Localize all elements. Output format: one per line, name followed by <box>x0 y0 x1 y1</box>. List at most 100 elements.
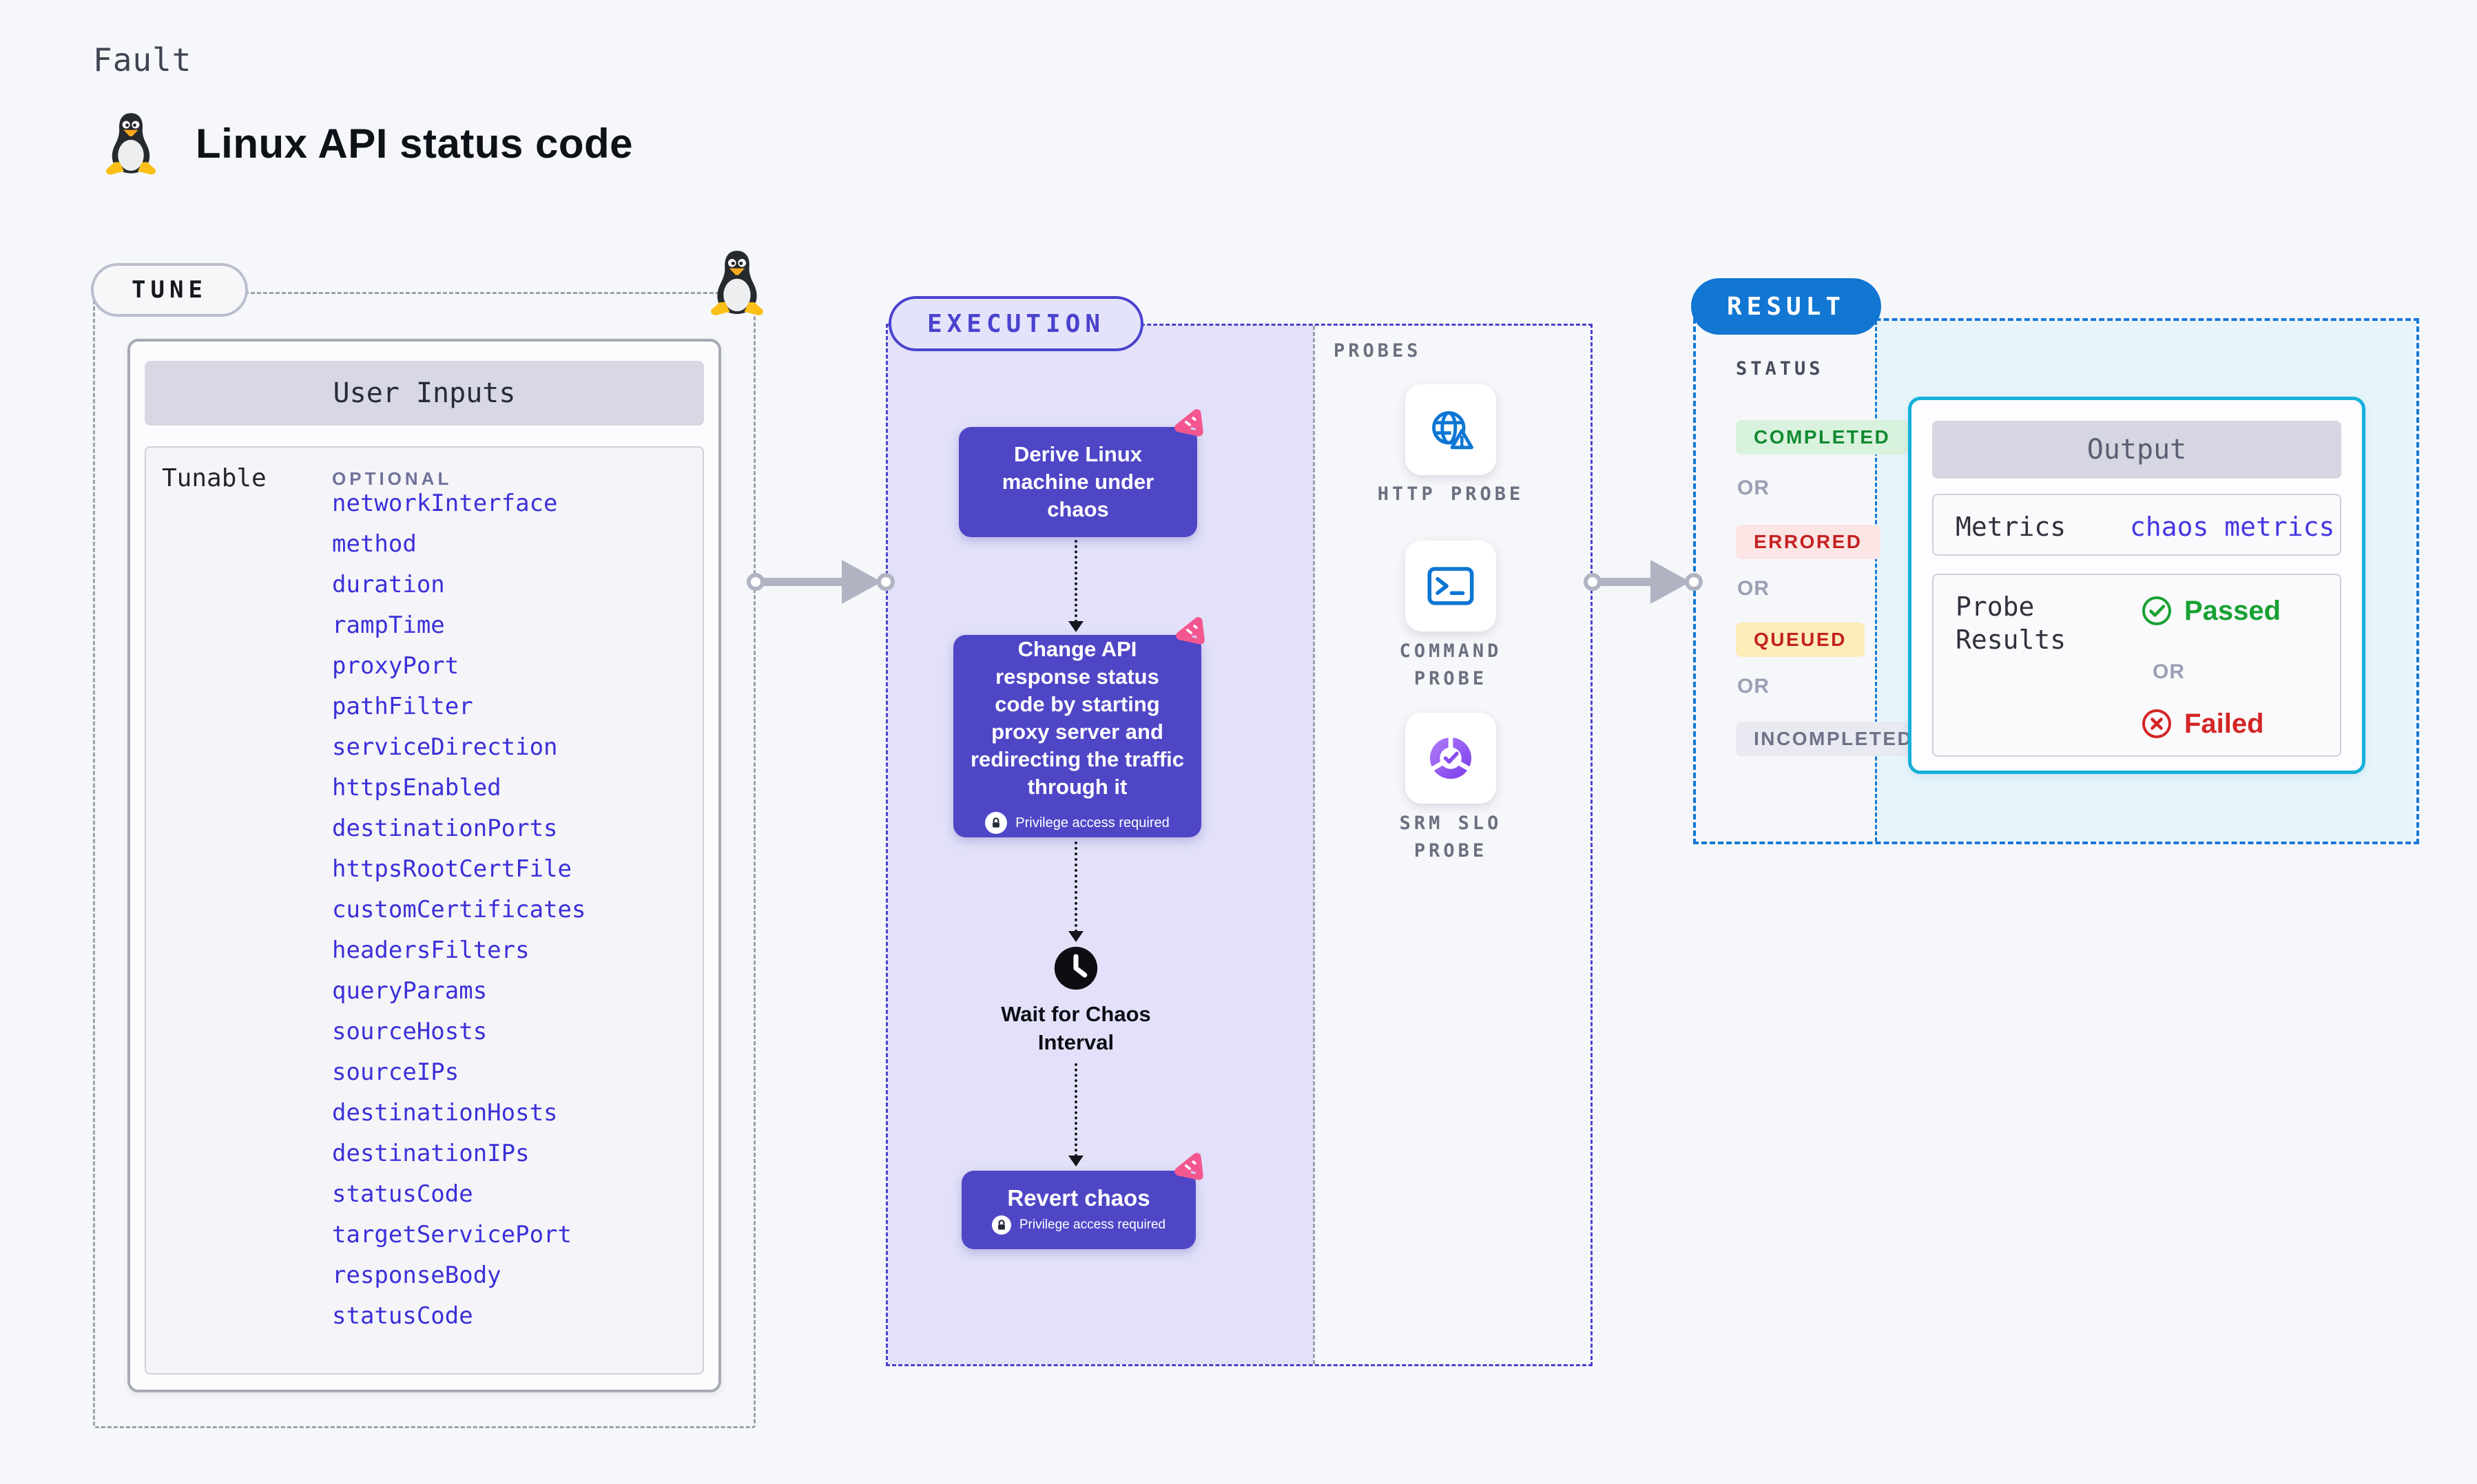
param-item: statusCode <box>332 1302 473 1330</box>
param-item: networkInterface <box>332 490 558 517</box>
connector-dot <box>1584 573 1602 591</box>
failed-result: Failed <box>2140 707 2264 740</box>
arrow-head-icon <box>842 560 882 604</box>
execution-pill-label: EXECUTION <box>926 309 1106 338</box>
failed-label: Failed <box>2184 708 2264 739</box>
param-item: httpsEnabled <box>332 774 501 802</box>
http-probe-card <box>1405 384 1496 475</box>
linux-tux-icon-small <box>711 251 763 315</box>
flow-connector <box>1075 842 1077 932</box>
globe-warning-icon <box>1432 411 1473 450</box>
param-item: targetServicePort <box>332 1221 572 1248</box>
step-change-status-code: Change API response status code by start… <box>953 635 1201 837</box>
or-separator: OR <box>1737 577 1770 600</box>
result-pill-label: RESULT <box>1726 292 1846 321</box>
wait-step-label: Wait for Chaos Interval <box>1001 1002 1151 1054</box>
optional-column-label: OPTIONAL <box>332 468 453 489</box>
chaos-pick-icon <box>1174 409 1203 437</box>
probe-results-label: Probe Results <box>1956 592 2066 655</box>
fault-kind-label: Fault <box>93 41 192 79</box>
metrics-row: Metrics chaos metrics <box>1932 494 2341 556</box>
metrics-value-link: chaos metrics <box>2130 512 2335 542</box>
probes-section-label: PROBES <box>1334 340 1422 362</box>
http-probe-label: HTTP PROBE <box>1377 483 1524 505</box>
or-separator: OR <box>2153 660 2185 683</box>
param-item: proxyPort <box>332 652 459 680</box>
slo-donut-check-icon <box>1430 736 1471 779</box>
privilege-badge: Privilege access required <box>991 1215 1166 1235</box>
privilege-note: Privilege access required <box>1019 1217 1166 1232</box>
command-probe-label: COMMAND PROBE <box>1399 640 1502 689</box>
tune-pill-label: TUNE <box>132 276 207 304</box>
step-derive-machine: Derive Linux machine under chaos <box>959 427 1197 537</box>
param-item: duration <box>332 571 445 598</box>
arrow-head-icon <box>1650 560 1690 604</box>
metrics-label: Metrics <box>1956 512 2066 542</box>
privilege-note: Privilege access required <box>1015 815 1170 830</box>
passed-result: Passed <box>2140 594 2281 627</box>
status-badge-errored: ERRORED <box>1736 525 1880 559</box>
param-item: rampTime <box>332 612 445 639</box>
chaos-pick-icon <box>1176 617 1205 645</box>
flow-arrow-head-icon <box>1068 621 1084 632</box>
step-revert-chaos-text: Revert chaos <box>1007 1185 1150 1211</box>
param-item: statusCode <box>332 1180 473 1208</box>
connector-dot <box>747 573 765 591</box>
tune-to-execution-arrow <box>756 578 845 586</box>
probes-divider <box>1313 326 1315 1364</box>
flow-arrow-head-icon <box>1068 931 1084 942</box>
param-item: destinationPorts <box>332 815 558 842</box>
result-pill: RESULT <box>1691 278 1881 335</box>
param-item: customCertificates <box>332 896 586 923</box>
or-separator: OR <box>1737 477 1770 499</box>
or-separator: OR <box>1737 675 1770 698</box>
param-item: serviceDirection <box>332 733 558 761</box>
command-probe-card <box>1405 541 1496 631</box>
output-card: Output Metrics chaos metrics Probe Resul… <box>1908 397 2365 774</box>
lock-icon <box>991 1215 1011 1235</box>
step-change-status-code-text: Change API response status code by start… <box>970 637 1185 799</box>
terminal-icon <box>1427 567 1474 605</box>
privilege-badge: Privilege access required <box>985 809 1170 837</box>
srm-slo-probe-label: SRM SLO PROBE <box>1399 813 1502 861</box>
tunable-row-label: Tunable <box>162 464 267 492</box>
status-badge-incompleted: INCOMPLETED <box>1736 722 1931 756</box>
passed-label: Passed <box>2184 595 2281 626</box>
param-item: destinationIPs <box>332 1140 530 1167</box>
tunable-params-list: networkInterface method duration rampTim… <box>332 483 697 1337</box>
tune-pill: TUNE <box>91 263 248 317</box>
output-header: Output <box>1932 421 2341 479</box>
step-derive-machine-text: Derive Linux machine under chaos <box>1002 442 1154 521</box>
probe-results-row: Probe Results Passed OR Failed <box>1932 574 2341 757</box>
connector-dot <box>877 573 895 591</box>
param-item: headersFilters <box>332 937 530 964</box>
param-item: queryParams <box>332 977 488 1005</box>
status-badge-queued: QUEUED <box>1736 623 1865 657</box>
status-column-label: STATUS <box>1736 358 1824 379</box>
linux-tux-icon <box>105 113 156 175</box>
step-revert-chaos: Revert chaos Privilege access required <box>962 1171 1196 1249</box>
status-badge-completed: COMPLETED <box>1736 420 1909 454</box>
wait-clock-icon <box>1054 946 1098 990</box>
x-circle-icon <box>2142 709 2171 738</box>
param-item: destinationHosts <box>332 1099 558 1127</box>
lock-icon <box>985 812 1008 834</box>
probes-to-result-arrow <box>1593 578 1659 586</box>
srm-slo-probe-card <box>1405 713 1496 804</box>
flow-connector <box>1075 1063 1077 1157</box>
param-item: sourceIPs <box>332 1058 459 1086</box>
tunables-panel <box>145 446 704 1375</box>
param-item: pathFilter <box>332 693 473 720</box>
param-item: method <box>332 530 417 558</box>
page-title: Linux API status code <box>196 121 634 167</box>
connector-dot <box>1685 573 1703 591</box>
chaos-pick-icon <box>1174 1153 1203 1180</box>
flow-arrow-head-icon <box>1068 1156 1084 1167</box>
tune-section-box <box>93 292 756 1428</box>
param-item: sourceHosts <box>332 1018 488 1045</box>
check-circle-icon <box>2142 596 2171 625</box>
param-item: responseBody <box>332 1262 501 1289</box>
param-item: httpsRootCertFile <box>332 855 572 883</box>
execution-pill: EXECUTION <box>889 296 1143 351</box>
